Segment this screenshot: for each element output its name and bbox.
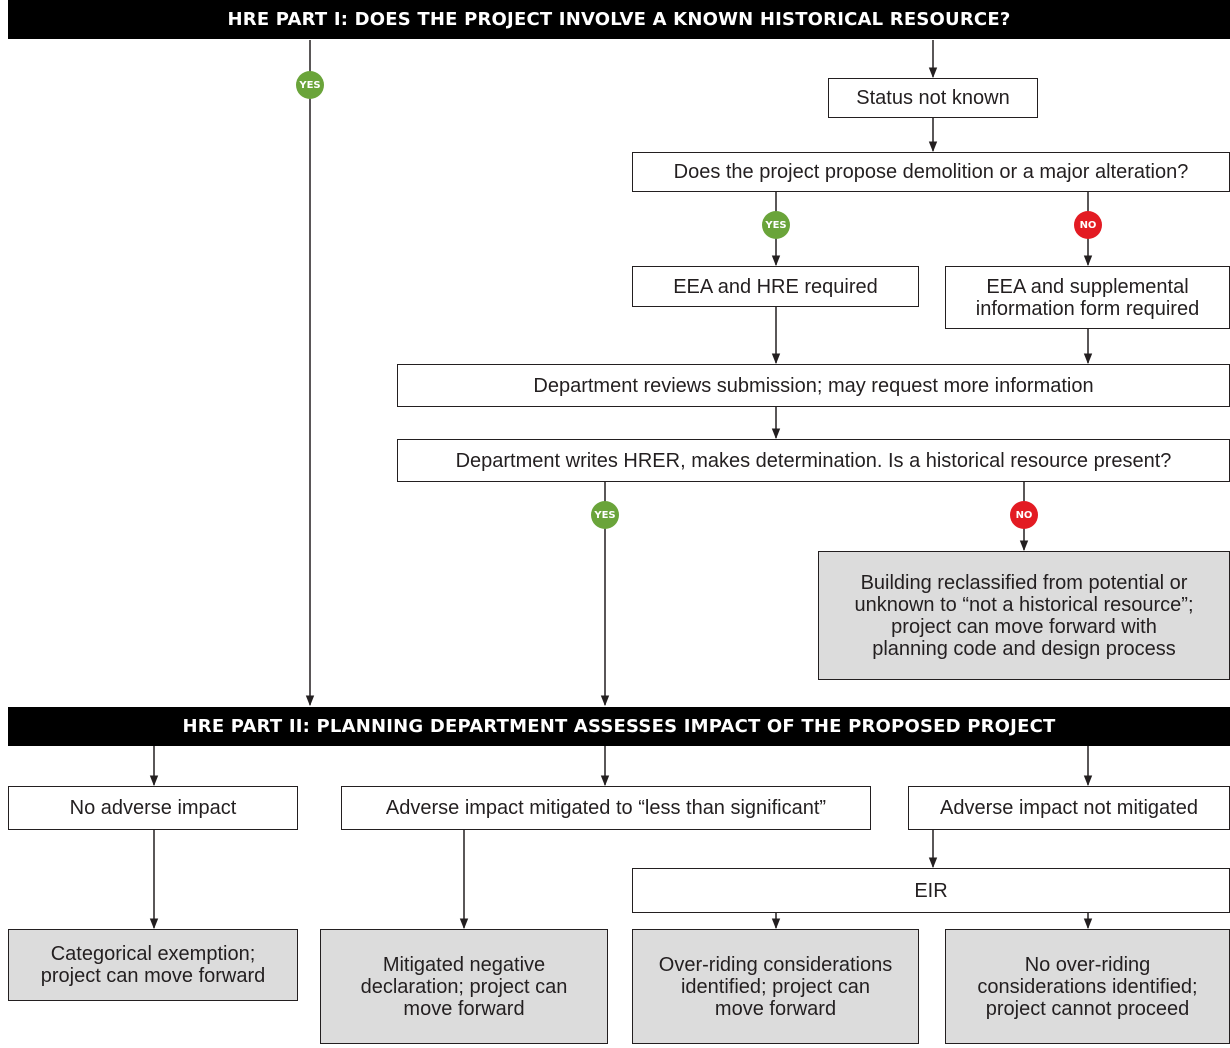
demolition-question-box: Does the project propose demolition or a… xyxy=(632,152,1230,192)
eea-supplemental-box: EEA and supplemental information form re… xyxy=(945,266,1230,329)
mitigated-negative-declaration-box: Mitigated negative declaration; project … xyxy=(320,929,608,1044)
dept-writes-hrer-box: Department writes HRER, makes determinat… xyxy=(397,439,1230,482)
part1-banner: HRE PART I: DOES THE PROJECT INVOLVE A K… xyxy=(8,0,1230,39)
part2-title: HRE PART II: PLANNING DEPARTMENT ASSESSE… xyxy=(182,716,1056,737)
dept-reviews-box: Department reviews submission; may reque… xyxy=(397,364,1230,407)
overriding-considerations-box: Over-riding considerations identified; p… xyxy=(632,929,919,1044)
adverse-not-mitigated-box: Adverse impact not mitigated xyxy=(908,786,1230,830)
part2-banner: HRE PART II: PLANNING DEPARTMENT ASSESSE… xyxy=(8,707,1230,746)
no-badge-resource-present: NO xyxy=(1010,501,1038,529)
categorical-exemption-box: Categorical exemption; project can move … xyxy=(8,929,298,1001)
yes-badge-demolition: YES xyxy=(762,211,790,239)
adverse-mitigated-box: Adverse impact mitigated to “less than s… xyxy=(341,786,871,830)
yes-badge-resource-present: YES xyxy=(591,501,619,529)
eea-hre-required-box: EEA and HRE required xyxy=(632,266,919,307)
reclassified-box: Building reclassified from potential or … xyxy=(818,551,1230,680)
yes-badge-known-resource: YES xyxy=(296,71,324,99)
part1-title: HRE PART I: DOES THE PROJECT INVOLVE A K… xyxy=(227,9,1011,30)
status-not-known-box: Status not known xyxy=(828,78,1038,118)
no-badge-demolition: NO xyxy=(1074,211,1102,239)
eir-box: EIR xyxy=(632,868,1230,913)
no-overriding-considerations-box: No over-riding considerations identified… xyxy=(945,929,1230,1044)
no-adverse-impact-box: No adverse impact xyxy=(8,786,298,830)
